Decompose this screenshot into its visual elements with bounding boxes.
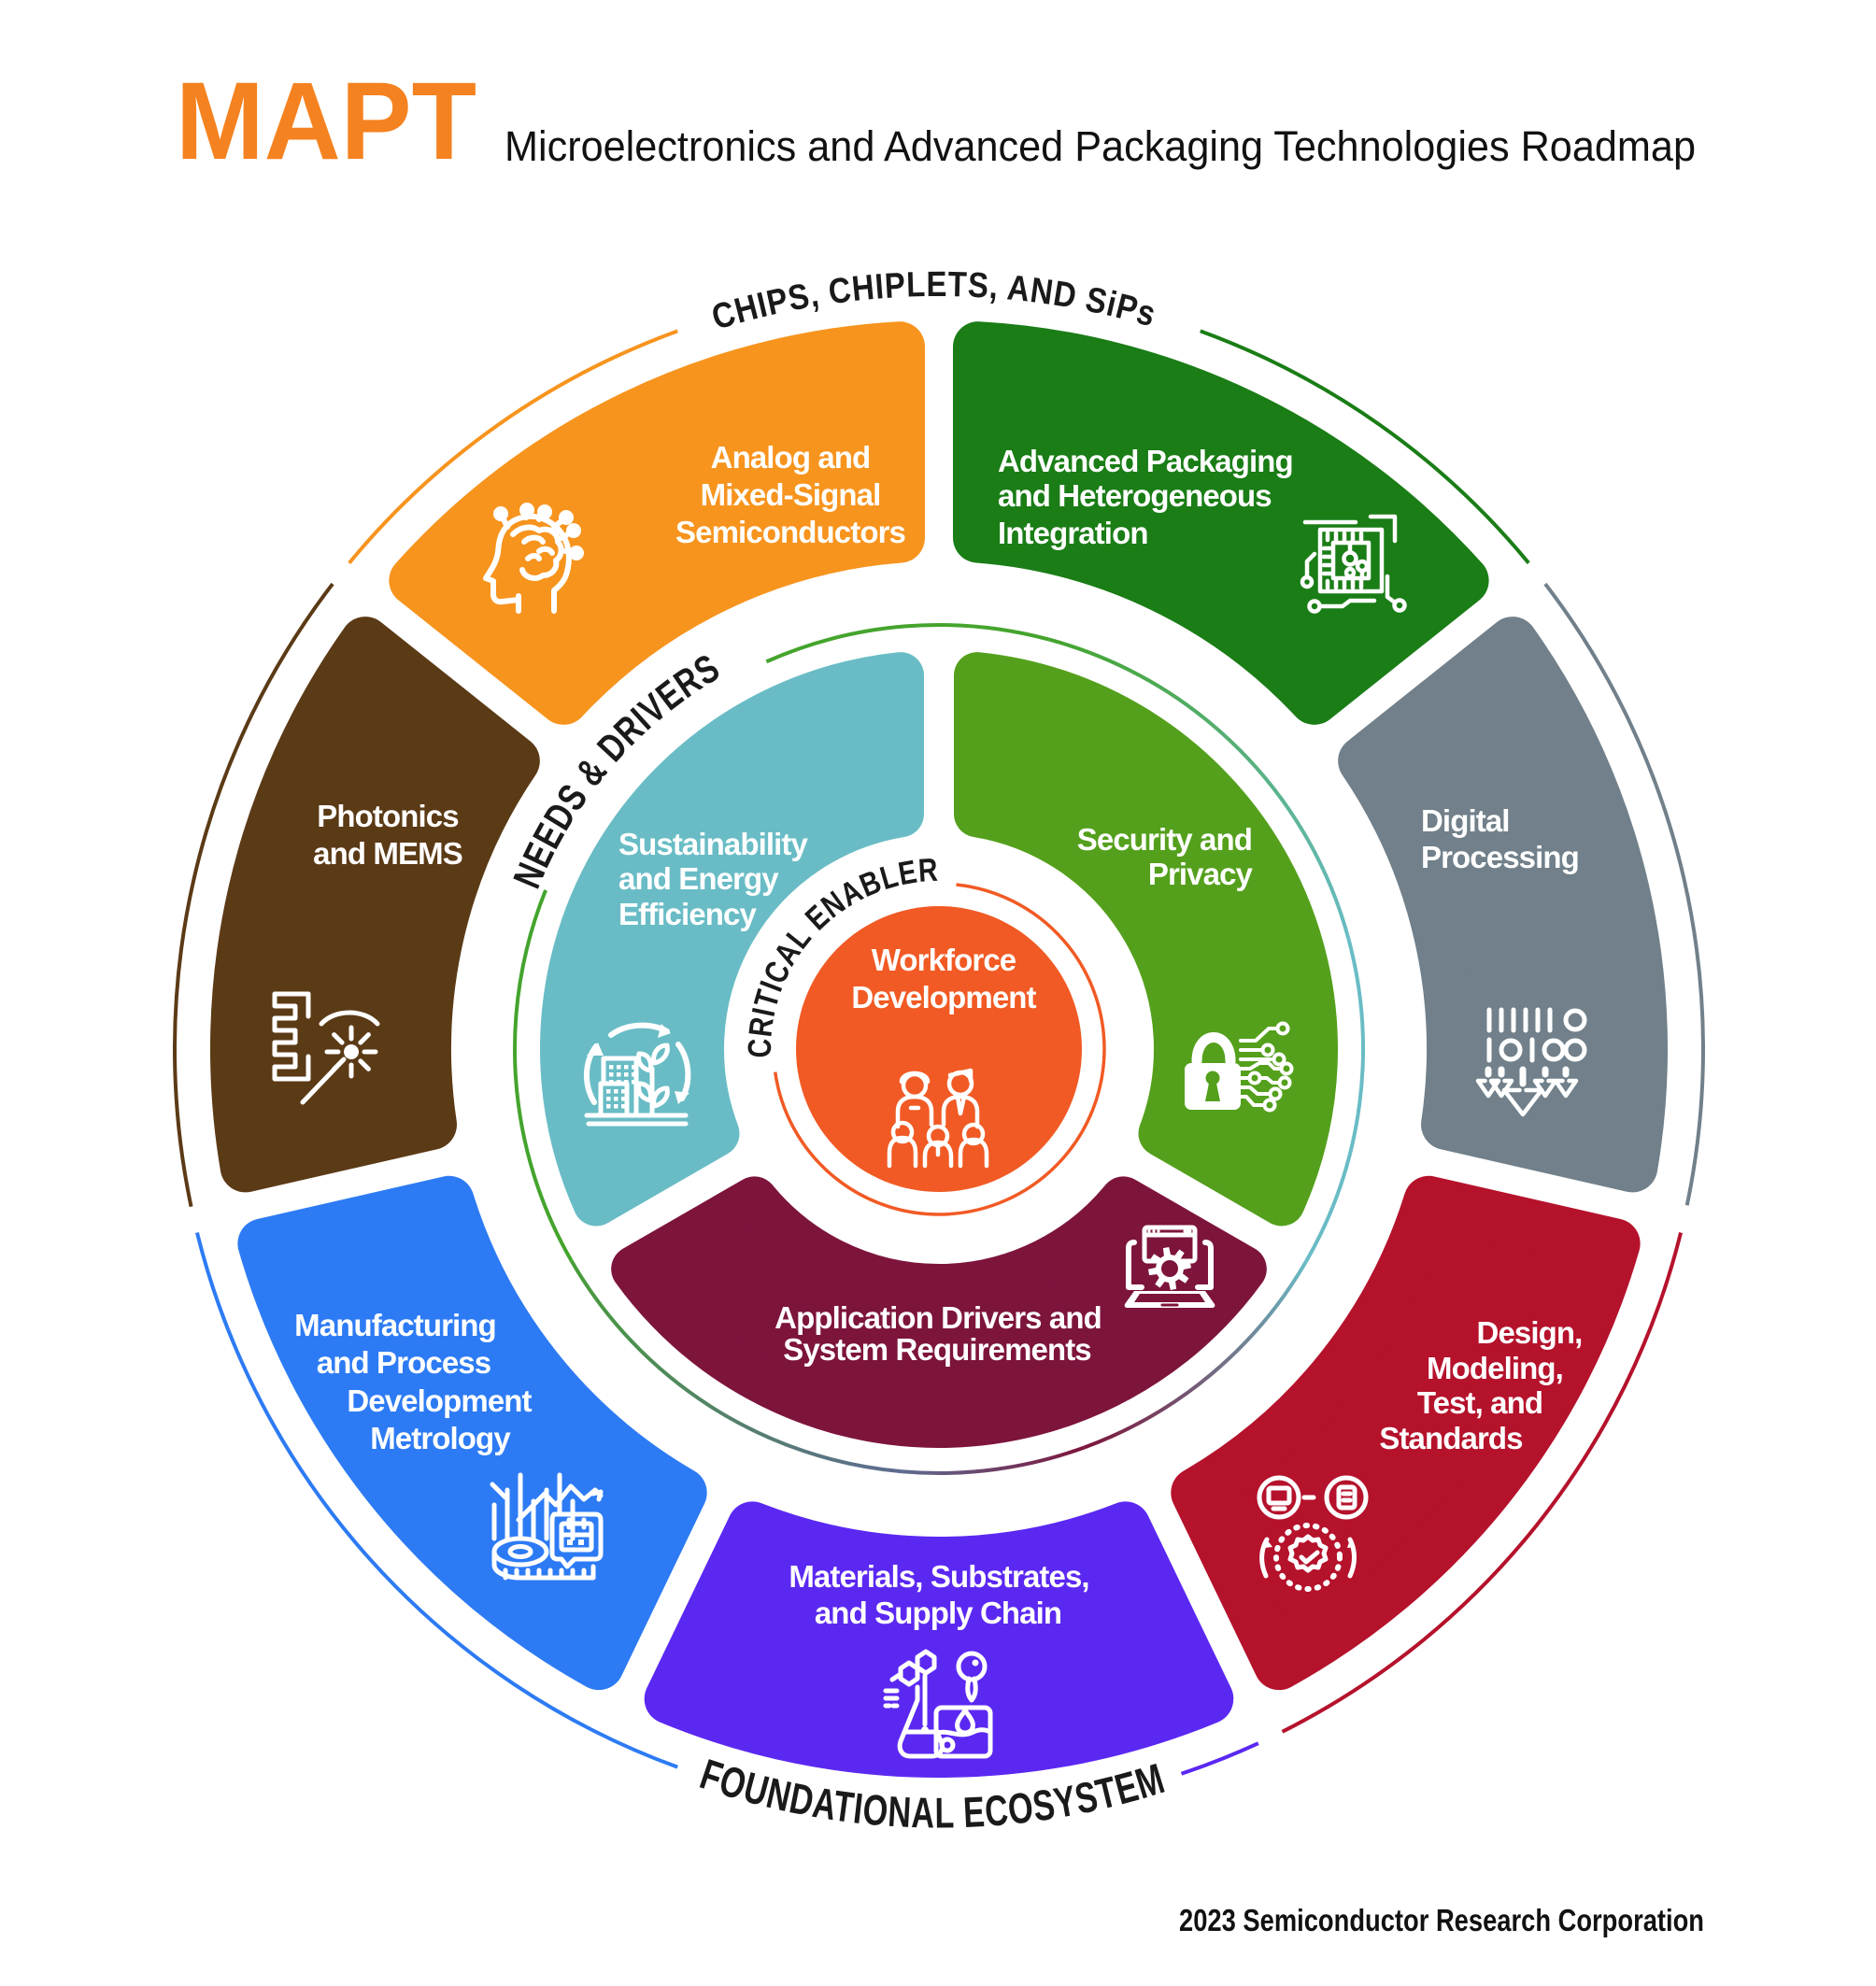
svg-text:MAPT: MAPT	[176, 60, 476, 183]
svg-text:2023 Semiconductor Research Co: 2023 Semiconductor Research Corporation	[1179, 1903, 1704, 1937]
svg-text:Microelectronics and Advanced: Microelectronics and Advanced Packaging …	[505, 122, 1696, 170]
svg-text:Materials, Substrates,and Supp: Materials, Substrates,and Supply Chain	[789, 1559, 1088, 1630]
